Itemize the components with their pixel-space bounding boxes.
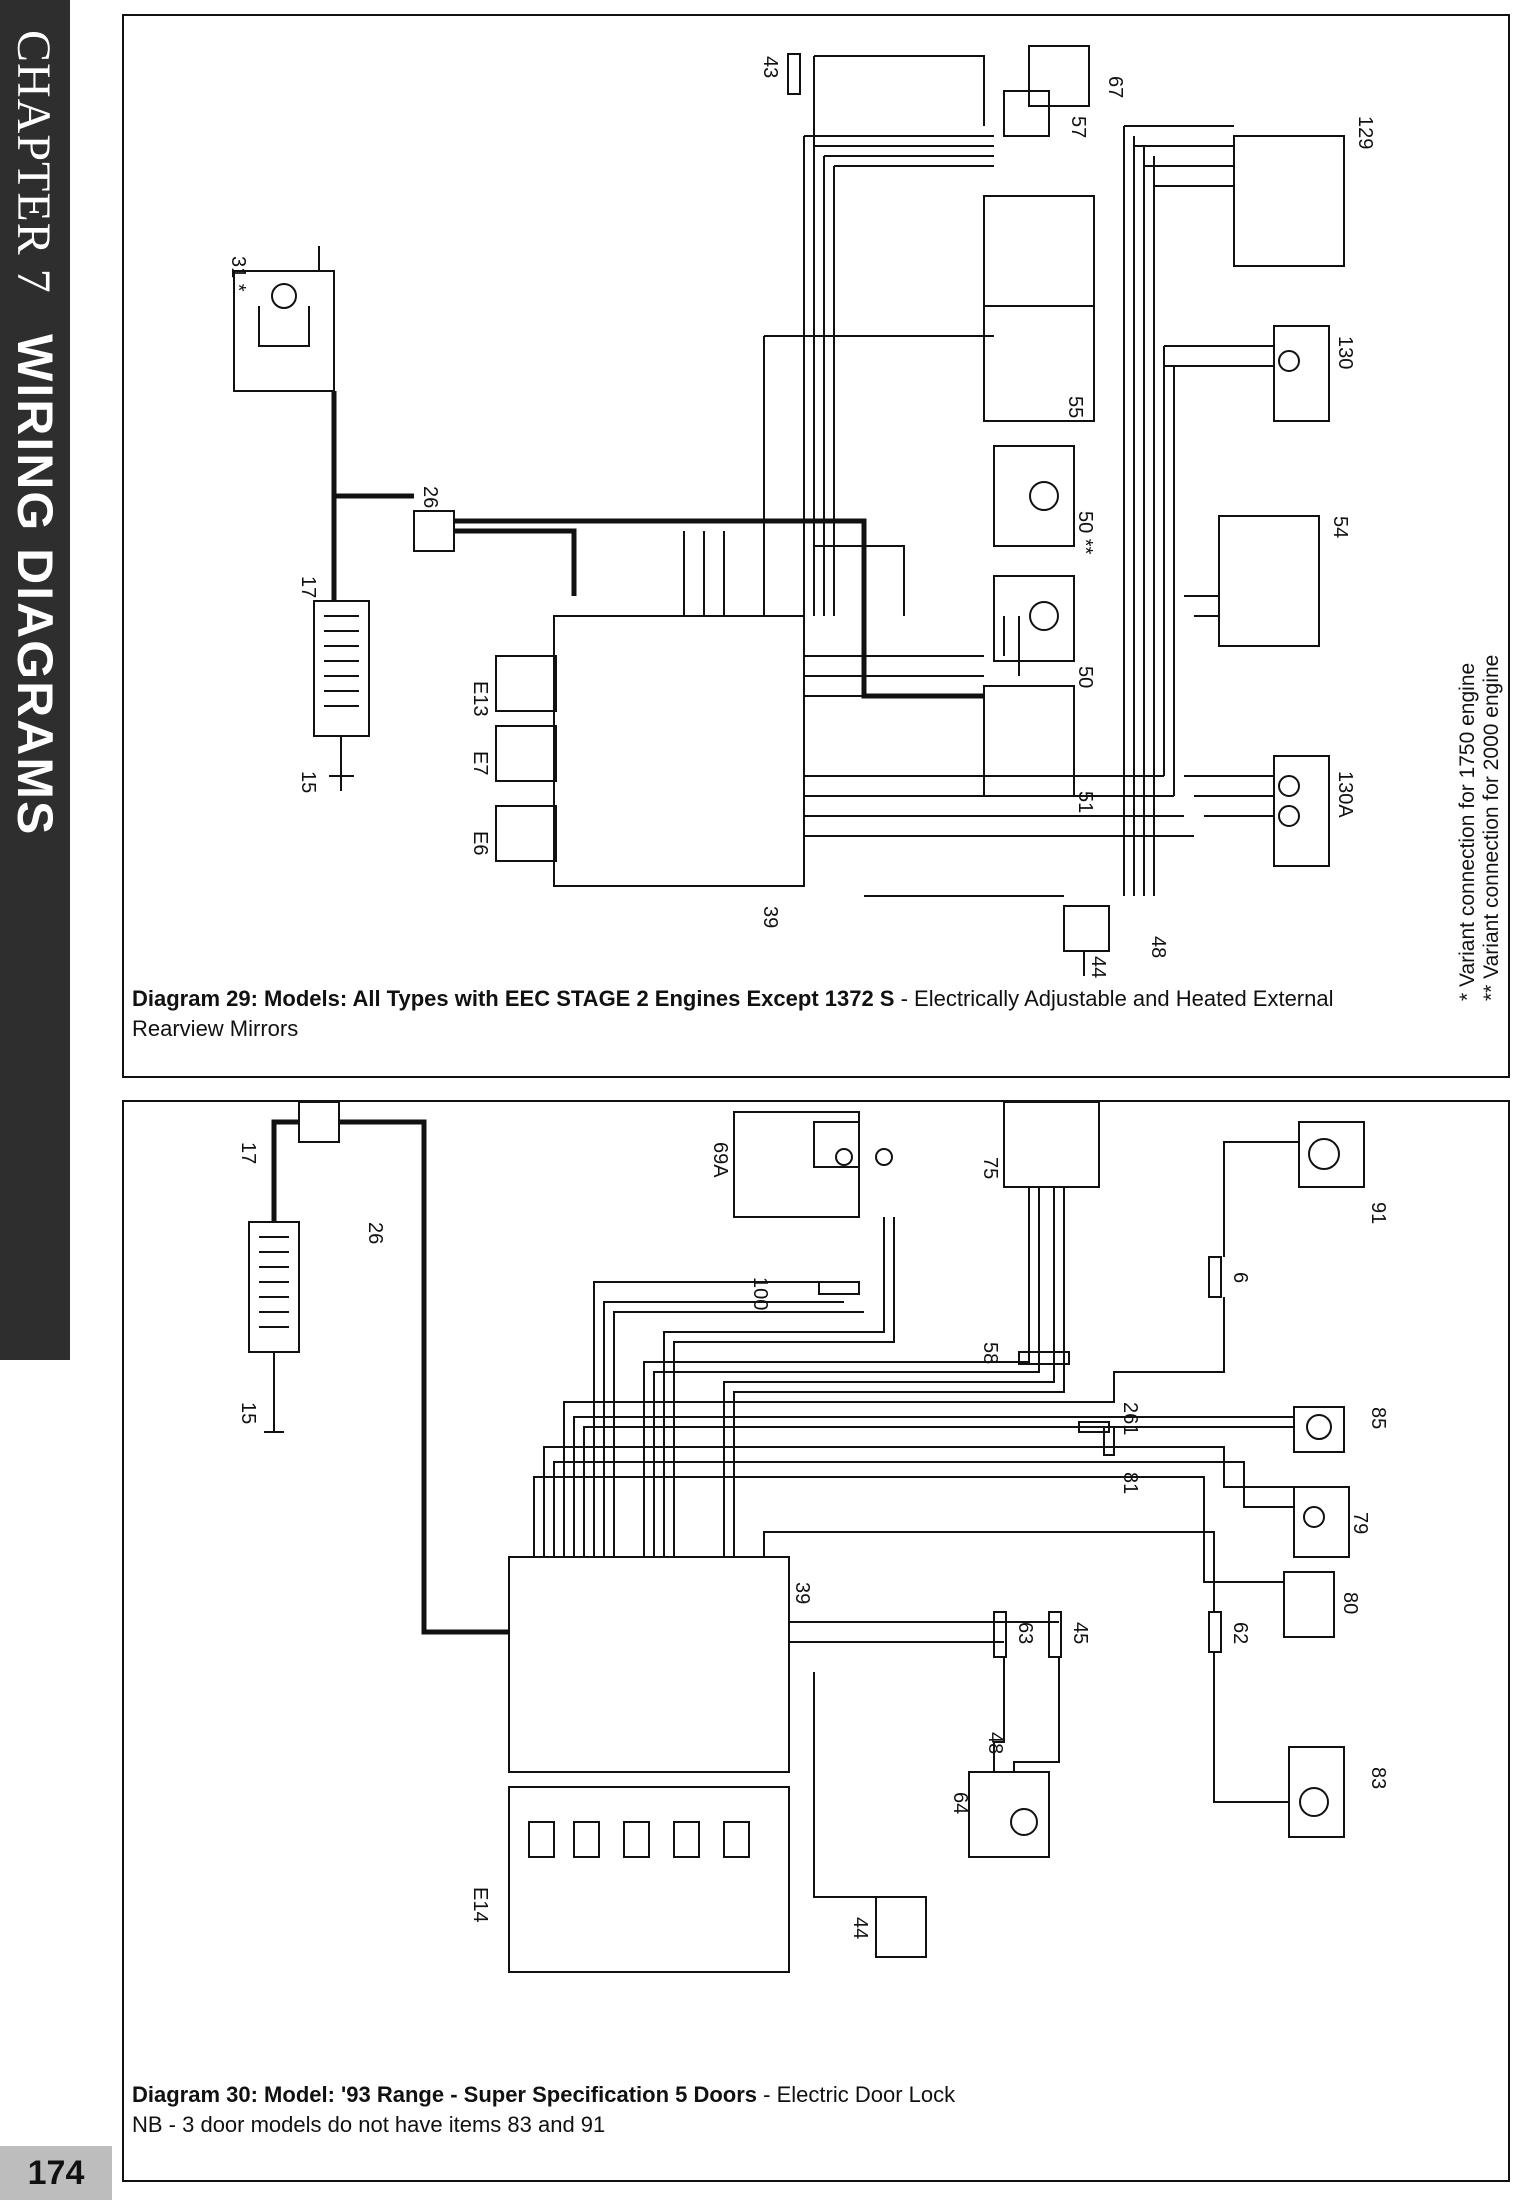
label-100: 100 bbox=[749, 1277, 771, 1310]
label-45: 45 bbox=[1069, 1622, 1091, 1644]
label-58: 58 bbox=[979, 1342, 1001, 1364]
label-57: 57 bbox=[1067, 116, 1089, 138]
label-17: 17 bbox=[297, 576, 319, 598]
label-83: 83 bbox=[1367, 1767, 1389, 1789]
component-67 bbox=[1028, 45, 1090, 107]
chapter-title: WIRING DIAGRAMS bbox=[7, 334, 63, 837]
component-50-upper bbox=[993, 445, 1075, 547]
component-130A bbox=[1273, 755, 1330, 867]
diagram-30-schematic: 26 17 15 39 E14 69A 100 75 58 261 81 85 … bbox=[237, 1102, 1389, 1973]
diagram-29-notes: * Variant connection for 1750 engine ** … bbox=[1450, 621, 1506, 1001]
diagram-29-schematic: 31 * 26 17 15 39 E13 E7 E6 43 57 67 129 … bbox=[227, 45, 1376, 978]
connector-63 bbox=[993, 1611, 1007, 1658]
battery-17 bbox=[313, 600, 370, 737]
label-50-var: 50 ** bbox=[1074, 511, 1096, 555]
label-15: 15 bbox=[237, 1402, 259, 1424]
label-E14: E14 bbox=[469, 1887, 491, 1923]
label-80: 80 bbox=[1339, 1592, 1361, 1614]
connector-62 bbox=[1208, 1611, 1222, 1653]
label-130A: 130A bbox=[1334, 771, 1356, 818]
label-79: 79 bbox=[1349, 1512, 1371, 1534]
component-91 bbox=[1298, 1121, 1365, 1188]
label-75: 75 bbox=[979, 1157, 1001, 1179]
label-91: 91 bbox=[1367, 1202, 1389, 1224]
chapter-heading: CHAPTER 7 WIRING DIAGRAMS bbox=[6, 30, 64, 836]
label-48: 48 bbox=[1147, 936, 1169, 958]
component-75 bbox=[1003, 1102, 1100, 1188]
label-51: 51 bbox=[1074, 791, 1096, 813]
diagram-29-title: Diagram 29: Models: All Types with EEC S… bbox=[132, 986, 895, 1011]
label-69A: 69A bbox=[709, 1142, 731, 1178]
fuse-26 bbox=[298, 1102, 340, 1143]
label-62: 62 bbox=[1229, 1622, 1251, 1644]
note-1750-engine: * Variant connection for 1750 engine bbox=[1456, 662, 1479, 1001]
component-64 bbox=[968, 1771, 1050, 1858]
label-50: 50 bbox=[1074, 666, 1096, 688]
label-31: 31 * bbox=[227, 256, 249, 292]
connector-45 bbox=[1048, 1611, 1062, 1658]
connector-6 bbox=[1208, 1256, 1222, 1298]
diagram-30-panel: 26 17 15 39 E14 69A 100 75 58 261 81 85 … bbox=[122, 1100, 1510, 2182]
label-26: 26 bbox=[419, 486, 441, 508]
chapter-number: CHAPTER 7 bbox=[7, 30, 60, 294]
control-unit-39 bbox=[553, 615, 805, 887]
component-44 bbox=[875, 1896, 927, 1958]
label-129: 129 bbox=[1354, 116, 1376, 149]
label-63: 63 bbox=[1014, 1622, 1036, 1644]
label-44: 44 bbox=[849, 1917, 871, 1939]
diagram-29-panel: 31 * 26 17 15 39 E13 E7 E6 43 57 67 129 … bbox=[122, 14, 1510, 1078]
page-number: 174 bbox=[0, 2146, 112, 2200]
note-2000-engine: ** Variant connection for 2000 engine bbox=[1480, 654, 1503, 1001]
component-31-box bbox=[233, 270, 335, 392]
component-44 bbox=[1063, 905, 1110, 952]
component-55-upper bbox=[983, 195, 1095, 307]
label-85: 85 bbox=[1367, 1407, 1389, 1429]
label-26: 26 bbox=[364, 1222, 386, 1244]
label-130: 130 bbox=[1334, 336, 1356, 369]
component-129 bbox=[1233, 135, 1345, 267]
diagram-30-note: NB - 3 door models do not have items 83 … bbox=[132, 2112, 606, 2137]
label-55: 55 bbox=[1064, 396, 1086, 418]
label-15: 15 bbox=[297, 771, 319, 793]
chapter-side-tab: CHAPTER 7 WIRING DIAGRAMS bbox=[0, 0, 70, 1360]
component-50 bbox=[993, 575, 1075, 662]
label-39: 39 bbox=[759, 906, 781, 928]
component-57 bbox=[1003, 90, 1050, 137]
label-261: 261 bbox=[1119, 1402, 1141, 1435]
component-51 bbox=[983, 685, 1075, 797]
label-6: 6 bbox=[1229, 1272, 1251, 1283]
diagram-30-subtitle: - Electric Door Lock bbox=[757, 2082, 956, 2107]
connector-58 bbox=[1018, 1351, 1070, 1365]
component-55-lower bbox=[983, 305, 1095, 422]
label-81: 81 bbox=[1119, 1472, 1141, 1494]
component-83 bbox=[1288, 1746, 1345, 1838]
battery-17 bbox=[248, 1221, 300, 1353]
component-85 bbox=[1293, 1406, 1345, 1453]
diagram-30-title: Diagram 30: Model: '93 Range - Super Spe… bbox=[132, 2082, 758, 2107]
label-64: 64 bbox=[949, 1792, 971, 1814]
component-130 bbox=[1273, 325, 1330, 422]
label-43: 43 bbox=[759, 56, 781, 78]
connector-100 bbox=[818, 1281, 860, 1295]
label-E13: E13 bbox=[469, 681, 491, 717]
control-unit-39 bbox=[508, 1556, 790, 1773]
diagram-29-caption: Diagram 29: Models: All Types with EEC S… bbox=[132, 984, 1428, 1044]
label-39: 39 bbox=[791, 1582, 813, 1604]
label-48: 48 bbox=[984, 1732, 1006, 1754]
label-54: 54 bbox=[1329, 516, 1351, 538]
module-E14 bbox=[508, 1786, 790, 1973]
diagram-30-caption: Diagram 30: Model: '93 Range - Super Spe… bbox=[132, 2080, 1428, 2140]
label-E6: E6 bbox=[469, 831, 491, 855]
component-79 bbox=[1293, 1486, 1350, 1558]
component-54 bbox=[1218, 515, 1320, 647]
label-67: 67 bbox=[1104, 76, 1126, 98]
label-17: 17 bbox=[237, 1142, 259, 1164]
fuse-26 bbox=[413, 510, 455, 552]
label-E7: E7 bbox=[469, 751, 491, 775]
label-44: 44 bbox=[1087, 956, 1109, 978]
diagram-29-subtitle: - Electrically Adjustable and Heated Ext… bbox=[132, 986, 1334, 1041]
component-80 bbox=[1283, 1571, 1335, 1638]
